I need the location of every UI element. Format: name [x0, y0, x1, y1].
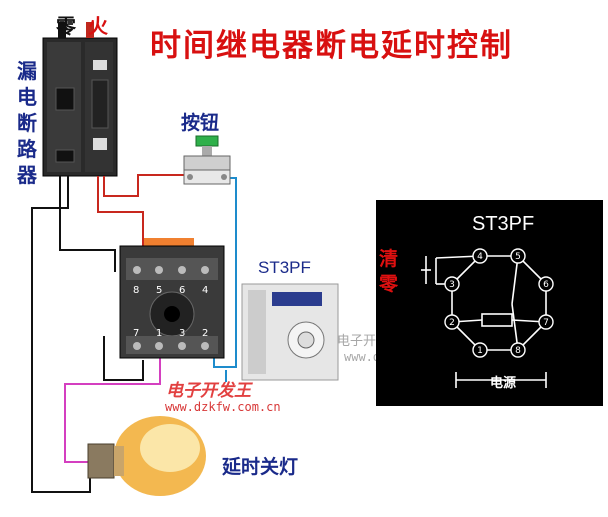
- socket-pin-top: 5: [156, 285, 163, 296]
- black-wires: [31, 176, 144, 493]
- socket-pin-top: 6: [179, 285, 186, 296]
- schematic-panel: [376, 200, 603, 406]
- time-relay: [241, 283, 339, 381]
- wire-black-2: [31, 176, 91, 493]
- leakage-breaker: [42, 22, 118, 177]
- socket-pin-bottom: 7: [133, 328, 140, 339]
- socket-pin-top: 8: [133, 285, 140, 296]
- wire-red-1: [97, 176, 144, 248]
- schematic-pin-3: 3: [449, 280, 455, 290]
- schematic-pin-8: 8: [515, 346, 521, 356]
- watermark-url-red: www.dzkfw.com.cn: [165, 400, 281, 414]
- breaker-vertical-label: 漏 电 断 路 器: [14, 58, 40, 188]
- clear-label-char: 零: [379, 273, 399, 295]
- red-wires: [97, 174, 186, 248]
- wire-black-3: [103, 336, 144, 381]
- breaker-label-char: 断: [17, 111, 37, 135]
- blue-wires: [213, 177, 237, 382]
- socket-pin-bottom: 3: [179, 328, 186, 339]
- schematic-pin-1: 1: [477, 346, 483, 356]
- wire-black-1: [59, 176, 116, 272]
- breaker-label-char: 路: [17, 137, 37, 161]
- socket-pin-top: 4: [202, 285, 209, 296]
- push-button: [183, 135, 231, 185]
- socket-pin-bottom: 2: [202, 328, 209, 339]
- schematic-drawing: 4 5 3 6 2 7 1 8: [421, 248, 554, 388]
- schematic-pin-6: 6: [543, 280, 549, 290]
- power-label: 电源: [490, 376, 517, 391]
- button-label: 按钮: [181, 112, 220, 134]
- live-label: 火: [88, 14, 108, 38]
- wire-blue-1: [213, 177, 237, 368]
- schematic-pin-5: 5: [515, 252, 521, 262]
- light-bulb: [87, 416, 206, 496]
- lamp-label: 延时关灯: [222, 456, 299, 478]
- wire-magenta: [64, 352, 161, 463]
- clear-label: 清 零: [379, 247, 405, 297]
- schematic-pin-2: 2: [449, 318, 455, 328]
- breaker-label-char: 器: [17, 163, 37, 187]
- page-title: 时间继电器断电延时控制: [150, 28, 513, 64]
- schematic-pin-7: 7: [543, 318, 549, 328]
- neutral-label: 零: [56, 14, 76, 38]
- relay-label: ST3PF: [258, 258, 311, 277]
- clear-label-char: 清: [379, 248, 399, 270]
- socket-pin-bottom: 1: [156, 328, 163, 339]
- watermark-site-cn-red: 电子开发王: [166, 381, 251, 401]
- schematic-title: ST3PF: [472, 213, 535, 235]
- wire-red-2: [103, 174, 186, 197]
- schematic-pin-4: 4: [477, 252, 483, 262]
- breaker-label-char: 漏: [17, 59, 37, 83]
- relay-socket: [119, 238, 225, 359]
- breaker-label-char: 电: [17, 85, 37, 109]
